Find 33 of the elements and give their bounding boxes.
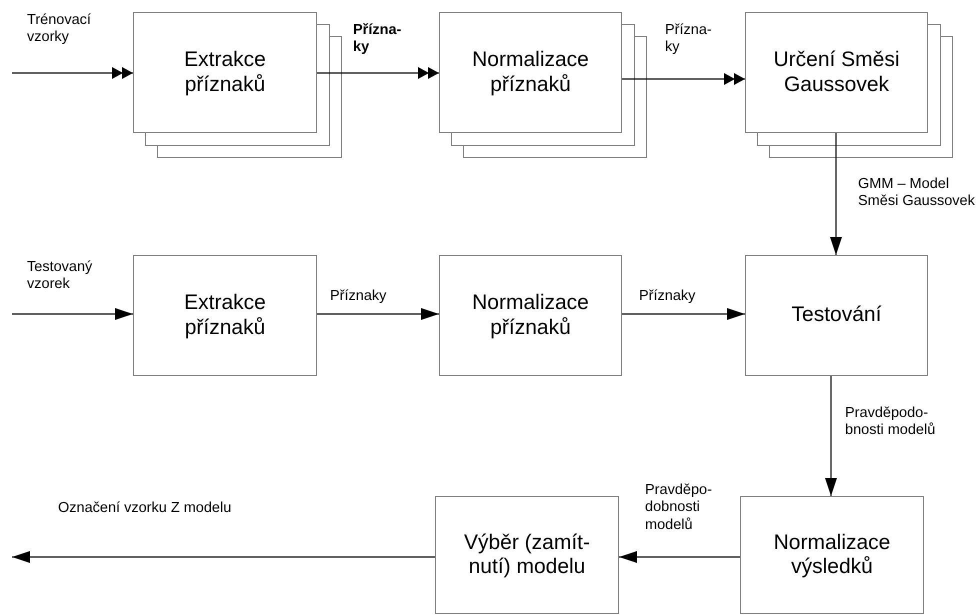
- arrow: [622, 308, 745, 320]
- box-label: Extrakce příznaků: [183, 48, 267, 97]
- process-box: [133, 255, 317, 376]
- process-box: [133, 12, 317, 133]
- edge-label: Pravděpo- dobnosti modelů: [645, 482, 713, 534]
- arrow: [12, 308, 133, 320]
- box-label: Normalizace příznaků: [471, 48, 590, 97]
- process-box: [740, 496, 924, 614]
- arrow: [619, 551, 740, 563]
- edge-label: Testovaný vzorek: [27, 259, 94, 294]
- box-label: Určení Směsi Gaussovek: [772, 48, 901, 97]
- edge-label: Trénovací vzorky: [27, 12, 92, 47]
- process-box: [745, 255, 928, 376]
- arrow: [825, 376, 837, 496]
- process-box: [439, 12, 622, 133]
- box-label: Výběr (zamít- nutí) modelu: [462, 530, 592, 580]
- arrow: [12, 551, 435, 563]
- edge-label: Přízna- ky: [665, 22, 713, 57]
- process-box: [745, 12, 928, 133]
- edge-label: Příznaky: [639, 288, 696, 306]
- box-label: Testování: [790, 303, 882, 328]
- edge-label: Příznaky: [330, 288, 388, 306]
- box-label: Normalizace výsledků: [772, 530, 892, 580]
- edge-label: Přízna- ky: [353, 22, 401, 57]
- arrow: [317, 308, 439, 320]
- edge-label: Pravděpodo- bnosti modelů: [845, 405, 936, 440]
- edge-label: Označení vzorku Z modelu: [58, 500, 232, 518]
- process-box: [439, 255, 622, 376]
- edge-label: GMM – Model Směsi Gaussovek: [858, 176, 976, 211]
- box-label: Normalizace příznaků: [471, 291, 590, 340]
- arrow: [830, 133, 842, 255]
- process-box: [435, 496, 619, 614]
- box-label: Extrakce příznaků: [183, 291, 267, 340]
